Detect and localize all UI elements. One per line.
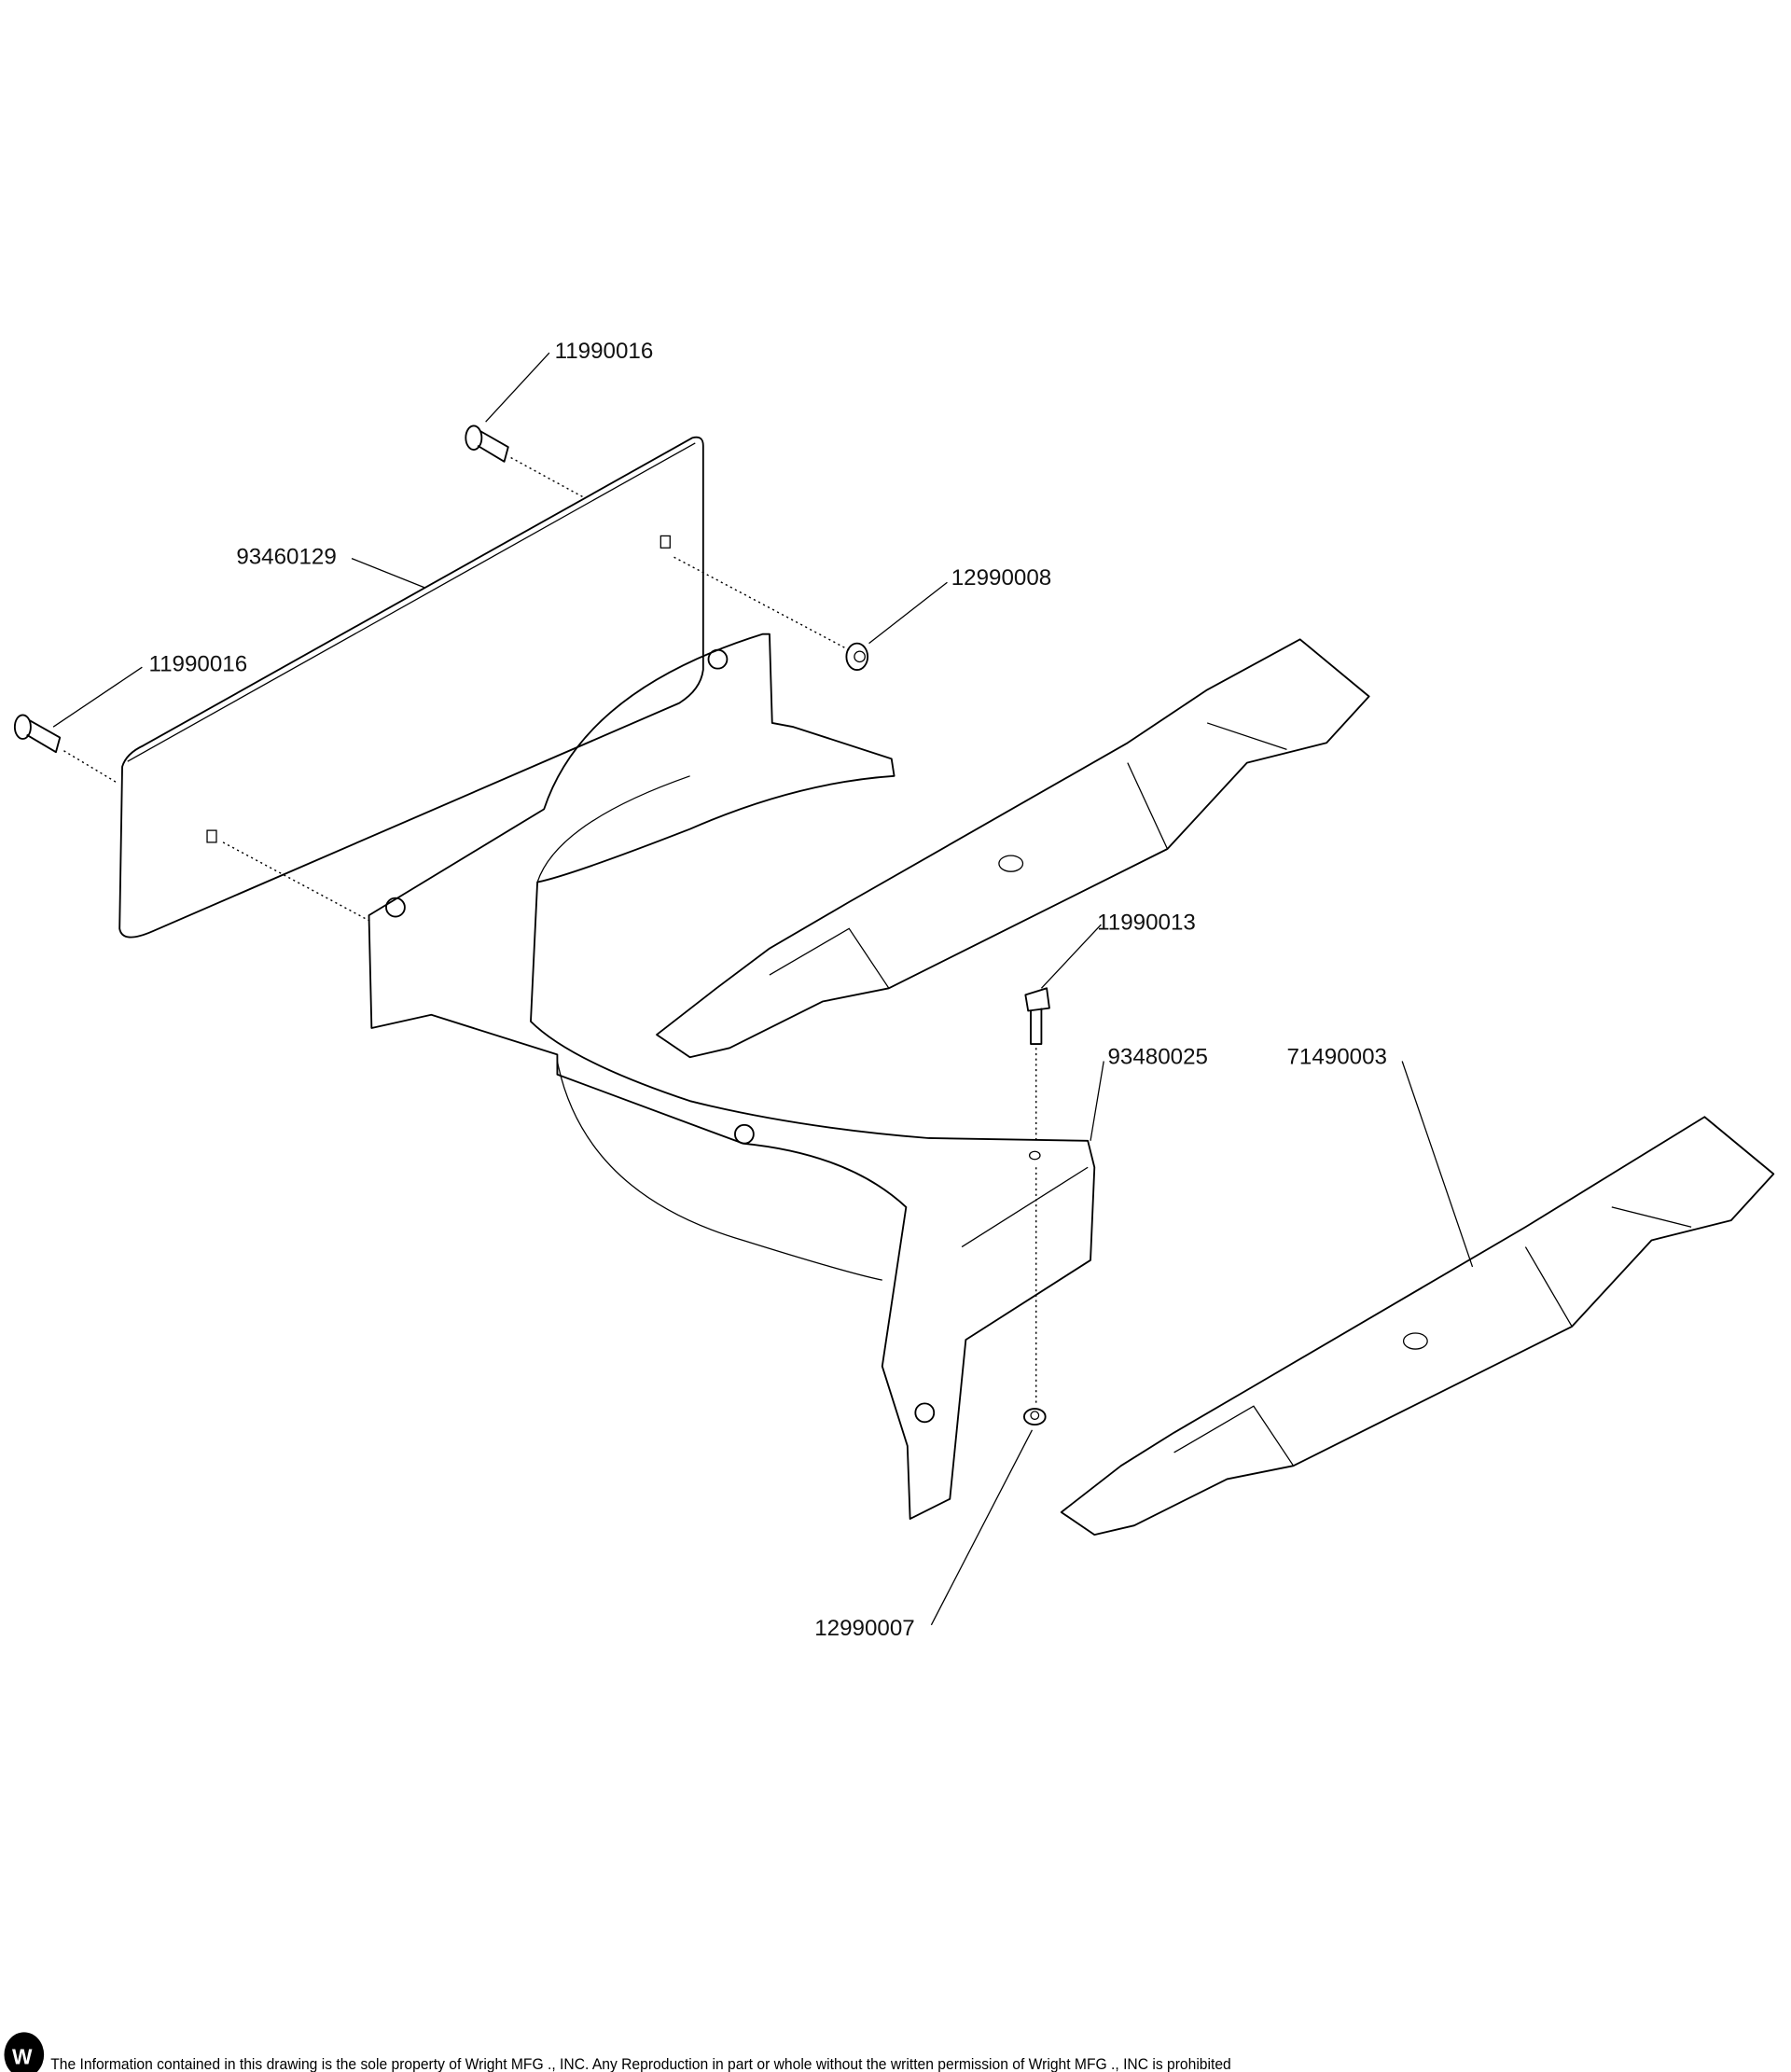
- callout-12990007: 12990007: [814, 1616, 914, 1641]
- carriage-bolt-lower: [13, 714, 62, 754]
- flange-nut-lower: [1022, 1408, 1047, 1426]
- baffle-plate: [118, 436, 704, 939]
- wright-logo: W: [4, 2032, 45, 2072]
- mower-blade-upper: [656, 638, 1370, 1059]
- callout-93480025: 93480025: [1108, 1044, 1208, 1069]
- deflector-bracket: [368, 633, 1096, 1520]
- carriage-bolt-upper: [465, 424, 509, 463]
- callout-11990016-upper: 11990016: [555, 339, 654, 364]
- flange-nut-upper: [845, 642, 869, 671]
- callout-11990013: 11990013: [1097, 911, 1196, 936]
- callout-11990016-lower: 11990016: [148, 651, 247, 676]
- callout-93460129: 93460129: [236, 544, 336, 569]
- svg-text:W: W: [12, 2044, 33, 2068]
- bracket-bolts: [385, 648, 936, 1424]
- callout-12990008: 12990008: [951, 565, 1051, 591]
- callout-71490003: 71490003: [1286, 1044, 1386, 1069]
- hex-bolt: [1024, 987, 1050, 1045]
- mower-blade-71490003: [1060, 1116, 1775, 1537]
- copyright-notice: The Information contained in this drawin…: [50, 2056, 1230, 2072]
